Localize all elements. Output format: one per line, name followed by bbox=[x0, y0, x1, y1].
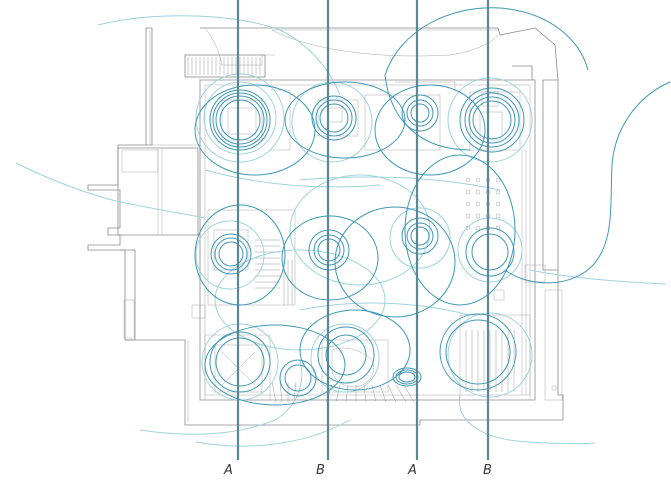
section-label-a-2: A bbox=[407, 463, 417, 478]
section-label-b-1: B bbox=[316, 463, 325, 478]
section-labels: A B A B bbox=[223, 463, 492, 478]
section-lines bbox=[236, 0, 490, 460]
circulation-paths-light bbox=[15, 15, 667, 447]
section-label-a-1: A bbox=[223, 463, 233, 478]
circulation-paths-dark bbox=[194, 7, 671, 406]
section-label-b-2: B bbox=[483, 463, 492, 478]
